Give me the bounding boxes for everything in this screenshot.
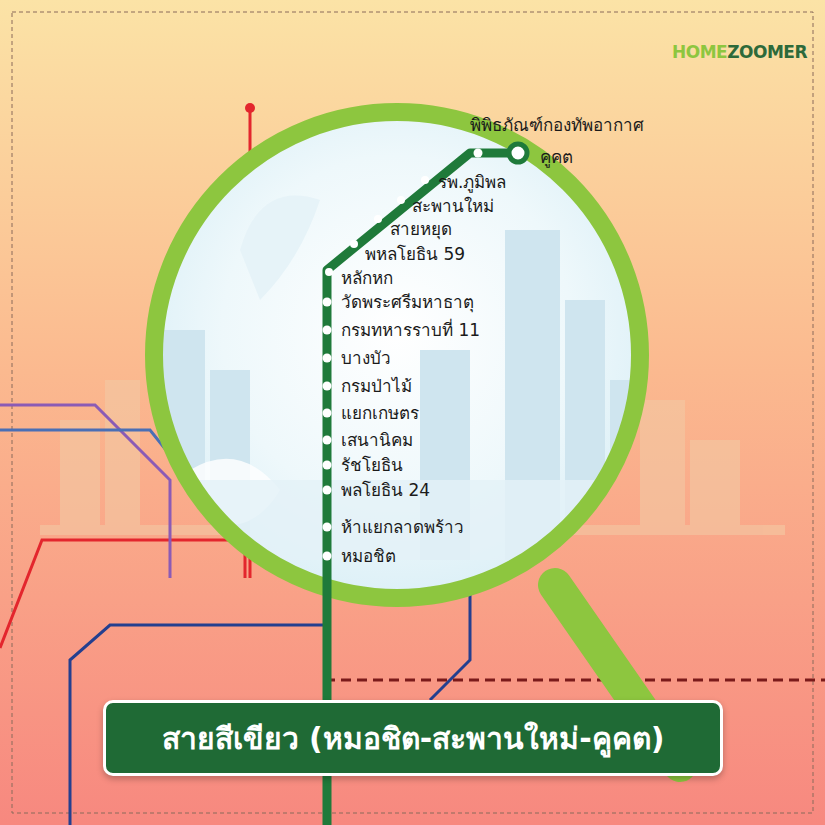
logo-text: ZOOMER: [727, 42, 807, 63]
title: สายสีเขียว (หมอชิต-สะพานใหม่-คูคต): [162, 715, 665, 762]
title-banner: สายสีเขียว (หมอชิต-สะพานใหม่-คูคต): [103, 700, 723, 776]
other-lines: [0, 108, 825, 825]
station-name: สายหยุด: [390, 219, 452, 240]
station-name: คูคต: [540, 147, 573, 168]
terminus: [509, 144, 527, 162]
station-name: วัดพระศรีมหาธาตุ: [341, 292, 474, 313]
station-name: บางบัว: [341, 348, 391, 369]
station-name: เสนานิคม: [341, 430, 413, 451]
station-name: กรมป่าไม้: [341, 376, 412, 397]
magnifier-ring: [154, 112, 640, 598]
station-name: แยกเกษตร: [341, 403, 419, 424]
station-name: ห้าแยกลาดพร้าว: [341, 517, 464, 538]
station-name: สะพานใหม่: [412, 196, 494, 217]
dashed-frame: [12, 12, 813, 813]
station-name: หมอชิต: [341, 546, 396, 567]
station-name: พหลโยธิน 59: [365, 244, 465, 265]
line-end-dot: [245, 103, 255, 113]
station-name: พลโยธิน 24: [341, 480, 430, 501]
station-name: พิพิธภัณฑ์กองทัพอากาศ: [470, 115, 644, 136]
station-name: รัชโยธิน: [341, 455, 403, 476]
magnifier-lens: [154, 112, 640, 598]
station-name: รพ.ภูมิพล: [438, 172, 506, 193]
logo-text: HOME: [672, 42, 727, 63]
station-name: หลักหก: [341, 268, 393, 289]
station-name: กรมทหารราบที่ 11: [341, 320, 480, 341]
